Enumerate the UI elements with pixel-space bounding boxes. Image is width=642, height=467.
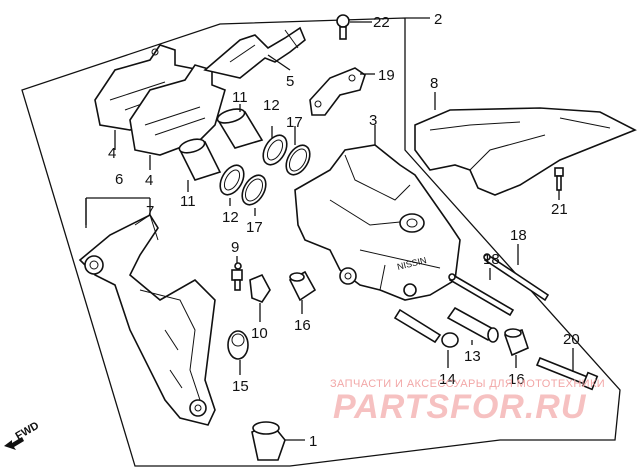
callout-2: 2 <box>434 11 442 28</box>
callout-9: 9 <box>231 239 239 256</box>
callout-20: 20 <box>563 331 580 348</box>
boot-15 <box>227 330 249 360</box>
slide-pin-14 <box>393 308 459 348</box>
callout-19: 19 <box>378 67 395 84</box>
callout-5: 5 <box>286 73 294 90</box>
callout-11-lower: 11 <box>180 193 196 210</box>
seal-17-lower <box>241 174 267 206</box>
callout-8: 8 <box>430 75 438 92</box>
caliper-cover <box>414 107 637 196</box>
bleeder-screw <box>231 262 243 291</box>
callout-22: 22 <box>373 14 390 31</box>
callout-18-upper: 18 <box>510 227 527 244</box>
watermark-tagline: ЗАПЧАСТИ И АКСЕССУАРЫ ДЛЯ МОТОТЕХНИКИ <box>330 378 605 390</box>
callout-3: 3 <box>369 112 377 129</box>
callout-14: 14 <box>439 371 456 388</box>
assembly-outline <box>21 17 621 467</box>
callout-15: 15 <box>232 378 249 395</box>
seal-12-upper <box>262 134 288 166</box>
brake-pad-inner <box>129 64 226 156</box>
pin-plate <box>309 67 366 116</box>
callout-6: 6 <box>115 171 123 188</box>
callout-13: 13 <box>464 348 481 365</box>
boot-16-right <box>503 328 529 357</box>
piston-lower <box>178 138 222 181</box>
callout-4-inner: 4 <box>145 172 153 189</box>
callout-16-left: 16 <box>294 317 311 334</box>
callout-17-lower: 17 <box>246 219 263 236</box>
callout-16-right: 16 <box>508 371 525 388</box>
watermark-logo: PARTSFOR.RU <box>333 388 587 426</box>
callout-18-lower: 18 <box>483 251 500 268</box>
fwd-label: FWD <box>14 420 42 443</box>
callout-7: 7 <box>146 203 154 220</box>
callout-11-upper: 11 <box>232 89 248 106</box>
callout-12-upper: 12 <box>263 97 280 114</box>
pad-pin-upper <box>483 253 550 302</box>
pad-pin-lower <box>448 273 515 317</box>
caliper-bracket <box>78 213 216 426</box>
fwd-arrow: FWD <box>4 420 41 450</box>
callout-4-outer: 4 <box>108 145 116 162</box>
bolt-21 <box>554 167 564 191</box>
callout-10: 10 <box>251 325 268 342</box>
callout-17-upper: 17 <box>286 114 303 131</box>
bushing-1 <box>251 421 286 461</box>
bleeder-cap <box>249 273 271 303</box>
piston-upper <box>216 108 264 149</box>
seal-12-lower <box>219 164 245 196</box>
callout-21: 21 <box>551 201 568 218</box>
slide-pin-13 <box>446 306 499 343</box>
caliper-body: NISSIN <box>294 144 461 301</box>
callout-12-lower: 12 <box>222 209 239 226</box>
pad-spring <box>203 26 306 79</box>
callout-1: 1 <box>309 433 317 450</box>
boot-16-left <box>288 270 317 302</box>
seal-17-upper <box>285 144 311 176</box>
bolt-22 <box>336 14 350 40</box>
